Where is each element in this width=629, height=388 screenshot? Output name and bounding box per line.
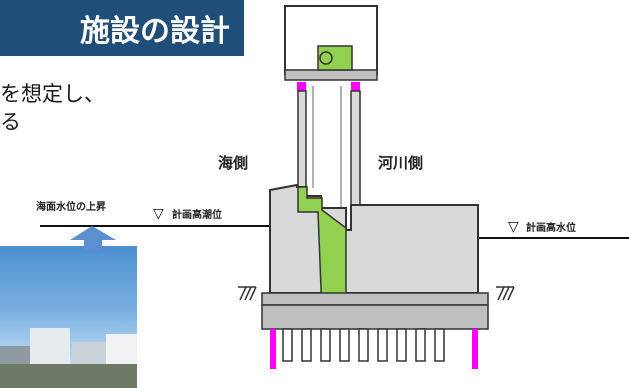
pile (320, 328, 331, 362)
site-photo (0, 246, 137, 388)
body-line-1: を想定し、 (0, 82, 105, 106)
section-title: 施設の設計 (0, 0, 244, 56)
body-line-2: る (0, 110, 21, 134)
planned-high-water-label: 計画高水位 (526, 221, 576, 234)
sea-level-rise-arrow (70, 226, 116, 250)
body-text: を想定し、 る (0, 80, 105, 136)
piles (270, 328, 478, 369)
base-slab-top (261, 292, 489, 306)
photo-ground (0, 364, 137, 388)
pile (358, 328, 369, 362)
ground-hatch-right (496, 286, 515, 301)
pile (377, 328, 388, 362)
base-slab (261, 304, 489, 330)
bearing-pad (351, 82, 360, 91)
sea-side-label: 海側 (218, 154, 248, 172)
pile (415, 328, 426, 362)
hoist-drum (319, 51, 333, 65)
pile (396, 328, 407, 362)
sea-level-rise-label: 海面水位の上昇 (36, 200, 106, 213)
ground-hatch-left (238, 286, 257, 301)
pile (301, 328, 312, 362)
hoist-floor (284, 69, 378, 81)
pile (339, 328, 350, 362)
planned-high-tide-label: 計画高潮位 (172, 208, 222, 221)
water-level-icon: ▽ (508, 219, 519, 235)
pile (472, 329, 478, 369)
bearing-pad (297, 82, 306, 91)
pile (270, 329, 276, 369)
column-left (297, 90, 307, 188)
gate-leaf (297, 186, 347, 315)
pile (282, 328, 293, 362)
river-side-label: 河川側 (378, 154, 423, 172)
water-level-icon: ▽ (153, 206, 164, 222)
pile (434, 328, 445, 362)
